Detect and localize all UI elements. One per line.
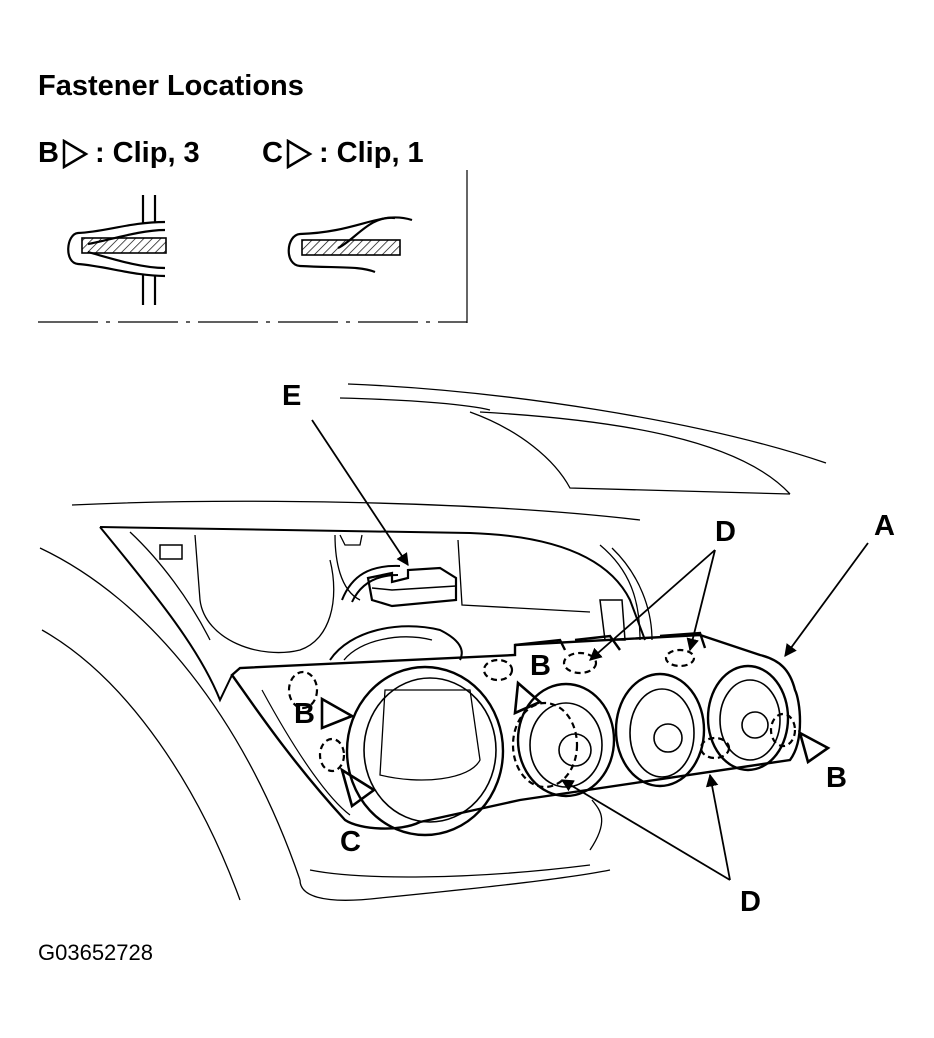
legend-text-b: : Clip, 3 bbox=[94, 137, 200, 169]
legend-clip-c: C : Clip, 1 bbox=[262, 137, 424, 170]
callout-d-top: D bbox=[715, 516, 736, 548]
callout-b-center: B bbox=[530, 650, 551, 682]
legend-frame bbox=[38, 170, 468, 323]
triangle-marker-icon bbox=[320, 680, 831, 809]
legend-letter-c: C bbox=[262, 137, 283, 169]
leader-lines bbox=[311, 419, 869, 881]
clip-c-icon bbox=[287, 216, 413, 274]
legend-clip-b: B : Clip, 3 bbox=[38, 137, 200, 170]
callout-c: C bbox=[340, 826, 361, 858]
callout-b-right: B bbox=[826, 762, 847, 794]
legend-text-c: : Clip, 1 bbox=[318, 137, 424, 169]
callout-d-bottom: D bbox=[740, 886, 761, 918]
triangle-marker-icon bbox=[286, 138, 313, 169]
center-panel bbox=[230, 631, 802, 837]
callout-b-left: B bbox=[294, 698, 315, 730]
clip-locations bbox=[287, 648, 797, 789]
clip-b-icon bbox=[67, 195, 167, 305]
callout-e: E bbox=[282, 380, 302, 412]
dashboard-outline bbox=[39, 383, 827, 901]
instrument-housing bbox=[99, 526, 653, 703]
legend-letter-b: B bbox=[38, 137, 59, 169]
page-title: Fastener Locations bbox=[38, 70, 304, 102]
callout-a: A bbox=[874, 510, 895, 542]
triangle-marker-icon bbox=[62, 138, 89, 169]
figure-id: G03652728 bbox=[38, 940, 153, 965]
